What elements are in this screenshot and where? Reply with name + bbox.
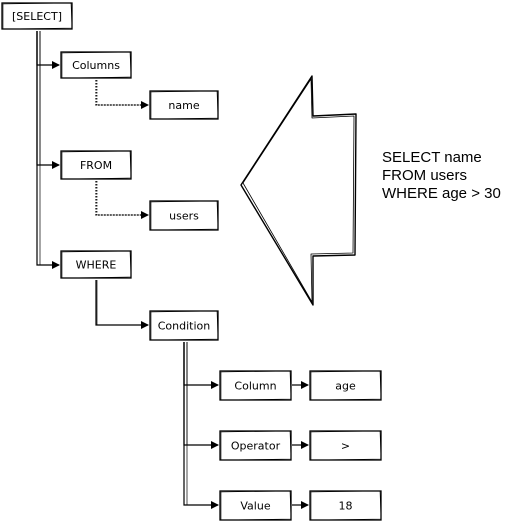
node-from[interactable]: FROM <box>60 150 132 180</box>
edges <box>36 31 309 509</box>
edge-where-to-condition <box>95 280 149 329</box>
node-box <box>149 310 219 341</box>
node-box-sketch <box>310 490 382 521</box>
node-box-sketch <box>61 51 132 79</box>
edge-sketch-where-to-condition <box>96 280 143 326</box>
edge-sketch-select-to-from <box>39 31 56 166</box>
node-label: users <box>169 210 199 223</box>
node-box <box>1 2 73 30</box>
node-box-sketch <box>2 2 73 30</box>
node-where[interactable]: WHERE <box>60 250 132 279</box>
node-box <box>309 430 382 461</box>
node-box-sketch <box>220 490 292 521</box>
node-box-sketch <box>150 90 219 120</box>
query-line-3: WHERE age > 30 <box>382 185 501 202</box>
edge-sketch-columns-to-name <box>96 80 143 106</box>
query-line-2: FROM users <box>382 167 467 184</box>
node-condition[interactable]: Condition <box>149 310 219 341</box>
node-box-sketch <box>310 430 382 461</box>
node-box <box>309 490 382 521</box>
query-line-1: SELECT name <box>382 149 482 166</box>
node-value[interactable]: Value <box>219 490 292 521</box>
node-box <box>219 370 292 401</box>
node-box-sketch <box>150 200 219 231</box>
node-label: Column <box>234 380 276 393</box>
node-age[interactable]: age <box>309 370 382 401</box>
node-label: > <box>341 440 350 453</box>
left-arrow-sketch-line <box>242 78 355 303</box>
edge-sketch-condition-to-operator <box>186 342 215 446</box>
node-label: WHERE <box>76 259 117 272</box>
node-name[interactable]: name <box>149 90 219 120</box>
node-box <box>60 51 132 79</box>
node-label: age <box>335 380 356 393</box>
node-box <box>219 430 292 461</box>
node-columns[interactable]: Columns <box>60 51 132 79</box>
edge-columns-to-name <box>95 80 149 109</box>
node-label: name <box>168 99 199 112</box>
node-label: Operator <box>231 440 281 453</box>
node-operator[interactable]: Operator <box>219 430 292 461</box>
node-box-sketch <box>220 370 292 401</box>
node-label: Columns <box>72 59 120 72</box>
left-arrow-icon <box>240 75 357 306</box>
node-box <box>149 90 219 120</box>
node-column[interactable]: Column <box>219 370 292 401</box>
edge-condition-to-column <box>183 342 219 389</box>
node-users[interactable]: users <box>149 200 219 231</box>
edge-sketch-select-to-columns <box>39 31 56 66</box>
node-box <box>309 370 382 401</box>
node-select[interactable]: [SELECT] <box>1 2 73 30</box>
node-box-sketch <box>61 150 132 180</box>
node-label: [SELECT] <box>12 10 62 23</box>
node-eighteen[interactable]: 18 <box>309 490 382 521</box>
edge-from-to-users <box>95 181 149 219</box>
edge-condition-to-value <box>183 342 219 509</box>
edge-sketch-select-to-where <box>39 31 56 266</box>
edge-sketch-condition-to-column <box>186 342 215 386</box>
node-box <box>219 490 292 521</box>
node-box <box>60 250 132 279</box>
node-box-sketch <box>150 310 219 341</box>
edge-sketch-from-to-users <box>96 181 143 216</box>
node-label: 18 <box>339 500 353 513</box>
edge-condition-to-operator <box>183 342 219 449</box>
node-label: Value <box>240 500 270 513</box>
node-box-sketch <box>220 430 292 461</box>
edge-sketch-condition-to-value <box>186 342 215 506</box>
node-gt[interactable]: > <box>309 430 382 461</box>
node-box <box>60 150 132 180</box>
node-box <box>149 200 219 231</box>
node-label: FROM <box>80 159 112 172</box>
node-label: Condition <box>158 320 211 333</box>
node-box-sketch <box>61 250 132 279</box>
node-box-sketch <box>310 370 382 401</box>
